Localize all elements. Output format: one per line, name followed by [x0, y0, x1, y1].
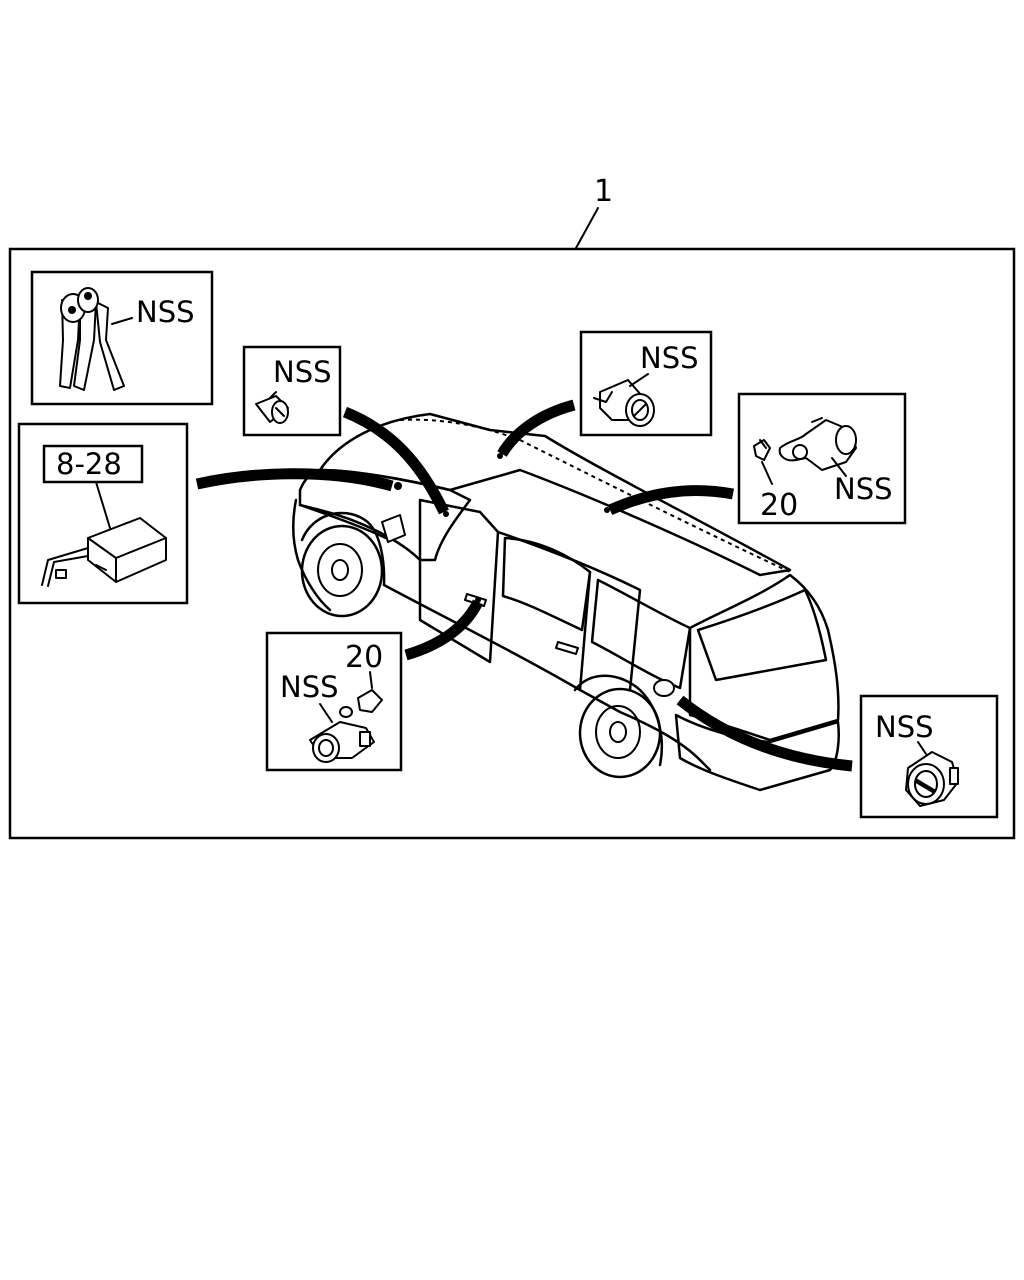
- module-ref-frame: [42, 444, 144, 484]
- callout-rear-latch: 20 NSS: [737, 392, 907, 525]
- latch-part-icon: [753, 439, 771, 461]
- lock-cylinder-icon: [593, 373, 655, 427]
- rear-latch-leader: [607, 485, 735, 516]
- callout-fuel-lid-cylinder: NSS: [859, 694, 999, 819]
- fuel-lid-leader: [676, 695, 853, 772]
- callout-side-door: 20 NSS: [265, 631, 403, 772]
- lock-cylinder-icon: [309, 706, 375, 763]
- callout-front-door-cylinder: NSS: [242, 345, 342, 437]
- side-door-leader: [404, 599, 483, 661]
- front-door-leader: [342, 406, 449, 515]
- side-door-part-number: 20: [345, 640, 383, 675]
- module-leader: [195, 468, 394, 492]
- front-door-cylinder-label: NSS: [273, 355, 332, 389]
- assembly-number: 1: [594, 174, 613, 209]
- lock-cylinder-icon: [905, 751, 959, 807]
- side-door-cylinder-label: NSS: [280, 670, 339, 704]
- tailgate-leader: [497, 399, 576, 457]
- callout-tailgate-cylinder: NSS: [579, 330, 713, 437]
- rear-latch-part-number: 20: [760, 488, 798, 523]
- module-icon: [41, 517, 167, 587]
- lock-cylinder-icon: [255, 391, 289, 424]
- tailgate-cylinder-label: NSS: [640, 341, 699, 375]
- rear-latch-cylinder-label: NSS: [834, 472, 893, 506]
- callout-keys: NSS: [30, 270, 214, 406]
- keys-label: NSS: [136, 295, 195, 329]
- keys-icon: [59, 287, 125, 391]
- callout-module: 8-28: [17, 422, 189, 605]
- latch-part-icon: [357, 689, 383, 713]
- lock-cylinder-icon: [778, 417, 857, 471]
- module-ref-label: 8-28: [56, 447, 122, 481]
- fuel-lid-cylinder-label: NSS: [875, 710, 934, 744]
- assembly-leader-line: [575, 207, 599, 249]
